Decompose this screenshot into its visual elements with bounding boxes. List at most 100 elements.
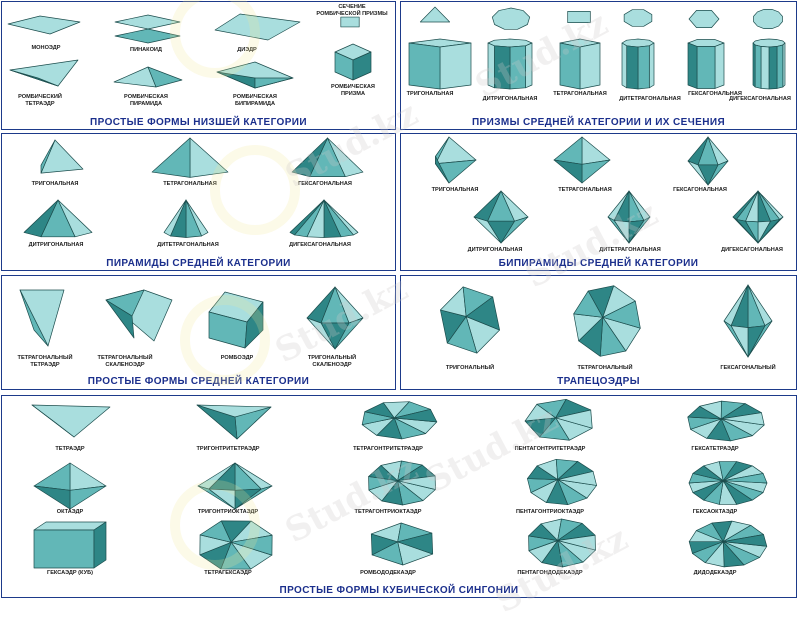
crystal-face [33,529,95,569]
tetragonal-tetrahedron-shape [19,289,65,347]
dihedron-shape [214,13,301,41]
shape-label: ПРИЗМА [341,90,365,97]
section-face [491,7,531,30]
ditrigonal-prism-shape [487,38,533,90]
prism-side-face [525,42,533,89]
prism-side-face [579,42,601,90]
shape-label: ТРИГОНТРИТЕТРАЭДР [196,446,260,452]
shape-label: МОНОЭДР [31,45,61,51]
shape-label: ДИДОДЕКАЭДР [693,570,737,576]
shape-label: ПЕНТАГОНДОДЕКАЭДР [517,570,583,576]
shape-label: РОМБИЧЕСКАЯ [331,84,375,90]
shape-label: ГЕКСАТЕТРАЭДР [691,446,739,452]
shape-label: ДИГЕКСАГОНАЛЬНАЯ [721,247,783,253]
bipyramid-lower-face [687,160,709,186]
prism-side-face [687,42,698,89]
trigonal-prism-shape [408,38,472,90]
crystal-face [105,299,135,339]
crystal-face [722,473,768,484]
tetrahexahedron-shape [199,520,273,570]
bipyramid-lower-face [33,485,71,510]
shape-label: ТЕТРАЭДР [25,100,55,107]
shape-label: ГЕКСАГОНАЛЬНАЯ [688,91,742,97]
shape-label: СКАЛЕНОЭДР [105,361,145,368]
shape-label: РОМБИЧЕСКОЙ ПРИЗМЫ [316,10,388,17]
dihexagonal-bipyramid-shape [732,190,784,244]
bipyramid-lower-face [234,488,262,510]
bipyramid-lower-face [732,216,759,244]
octahedron-shape [33,462,107,510]
pentagontritetrahedron-shape [524,398,593,441]
shape-label: БИПИРАМИДА [234,100,276,107]
shape-label: ДИТЕТРАГОНАЛЬНАЯ [619,96,681,102]
shape-label: ДИТЕТРАГОНАЛЬНАЯ [157,242,219,248]
prism-side-face [509,45,526,90]
shape-label: ДИГЕКСАГОНАЛЬНАЯ [729,96,791,102]
tetragonal-bipyramid-shape [553,136,611,184]
ditetragonal-pyramid-shape [163,199,209,238]
section-face [567,10,591,24]
shape-label: ДИГЕКСАГОНАЛЬНАЯ [289,242,351,248]
panel-title: ПРОСТЫЕ ФОРМЫ КУБИЧЕСКОЙ СИНГОНИИ [279,585,519,596]
shape-label: ТЕТРАГОНТРИОКТАЭДР [354,509,422,515]
shape-label: ГЕКСАОКТАЭДР [692,509,738,515]
bipyramid-upper-face [581,136,611,165]
prism-side-face [760,46,770,90]
shape-label: ТРИГОНАЛЬНАЯ [406,91,454,97]
panel-title: ПРОСТЫЕ ФОРМЫ СРЕДНЕЙ КАТЕГОРИИ [87,376,310,387]
crystal-face [114,28,181,44]
rhombic-tetrahedron-shape [9,59,79,87]
hexatetrahedron-shape [687,400,765,442]
pentagontrioctahedron-shape [527,458,597,506]
pyramid-face [289,199,325,236]
tetragonal-trapezohedron-shape [573,285,641,357]
tetragonal-scalenohedron-shape [105,289,173,342]
dihexagonal-pyramid-shape [289,199,359,238]
ditrigonal-pyramid-shape [23,199,93,238]
prism-side-face [559,42,581,90]
prism-side-face [714,42,725,89]
shape-label: ДИТРИГОНАЛЬНАЯ [482,96,538,102]
bipyramid-lower-face [69,485,107,510]
crystal-face [465,296,500,331]
pinacoid-bottom-shape [114,28,181,44]
shape-label: РОМБИЧЕСКАЯ [124,94,168,100]
ditetragonal-section-shape [623,9,653,27]
shape-label: ТРИГОНАЛЬНАЯ [431,187,479,193]
shape-label: ПИНАКОИД [130,47,162,53]
crystal-face [93,521,107,569]
shape-label: ТЕТРАГОНАЛЬНАЯ [163,181,217,187]
crystal-face [7,15,81,35]
shape-label: ТЕТРАЭДР [55,446,85,452]
hexagonal-trapezohedron-shape [723,284,773,358]
trigonal-scalenohedron-shape [306,286,364,350]
bipyramid-lower-face [747,325,766,358]
dihexagonal-section-shape [753,8,783,30]
shape-label: РОМБОЭДР [220,355,254,361]
crystal-face [352,51,372,81]
crystal-face [557,471,597,486]
crystal-face [196,404,238,440]
prism-side-face [408,42,441,90]
shape-label: РОМБОДОДЕКАЭДР [360,570,416,576]
crystal-face [214,13,301,41]
prism-side-face [626,45,639,90]
shape-label: ОКТАЭДР [56,509,84,515]
shape-label: ПЕНТАГОНТРИТЕТРАЭДР [514,446,586,452]
tetragontritetrahedron-shape [361,401,438,440]
hexagonal-prism-shape [687,39,725,89]
crystal-face [397,532,434,555]
shape-label: СКАЛЕНОЭДР [312,361,352,368]
crystal-face [397,475,436,490]
rhombic-prism-shape [334,43,372,81]
hexagonal-pyramid-shape [291,137,364,178]
shape-label: ГЕКСАЭДР (КУБ) [47,570,93,576]
prism-side-face [754,44,762,89]
crystal-face [19,289,49,347]
crystal-face [147,66,183,88]
panel-title: БИПИРАМИДЫ СРЕДНЕЙ КАТЕГОРИИ [498,258,699,269]
prism-side-face [487,42,495,89]
shape-label: ДИТРИГОНАЛЬНАЯ [28,242,84,248]
section-face [340,16,360,28]
bipyramid-lower-face [723,320,749,358]
